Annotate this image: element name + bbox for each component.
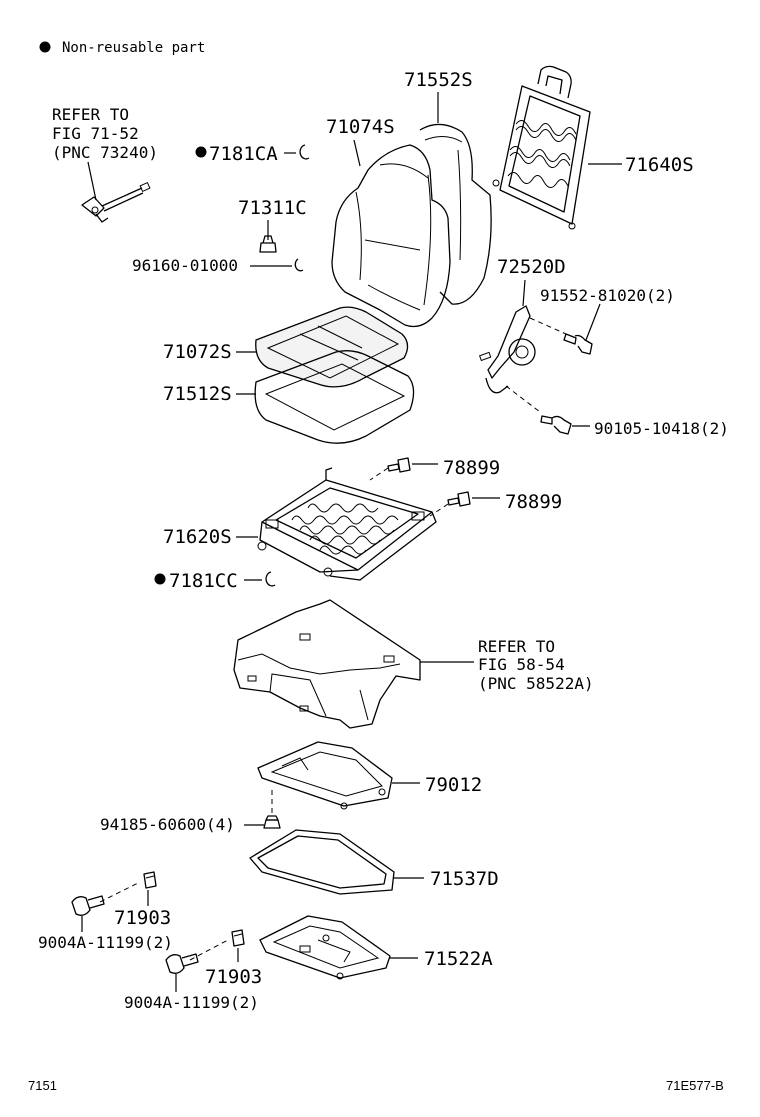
clip-78899-lower-part <box>447 491 471 507</box>
leader-72520D <box>522 279 526 307</box>
seat-frame-71620S <box>257 467 437 581</box>
label-71512S[interactable]: 71512S <box>163 383 232 405</box>
seatback-cover-71074S <box>331 144 451 328</box>
fastener-line <box>529 317 567 335</box>
refer-71-52-line-3[interactable]: (PNC 73240) <box>52 143 158 162</box>
leader-71074S <box>353 139 361 167</box>
cable-bracket-part <box>81 181 151 223</box>
footer-page-code: 7151 <box>28 1078 57 1093</box>
label-94185-60600[interactable]: 94185-60600(4) <box>100 815 235 834</box>
bolt-90105-part <box>540 415 572 435</box>
refer-58-54-line-1[interactable]: REFER TO <box>478 637 555 656</box>
bolt-9004A-upper-part <box>71 895 105 916</box>
refer-71-52-leader <box>87 161 97 201</box>
clip-78899-upper-part <box>387 457 411 473</box>
clip-96160-part <box>294 258 304 272</box>
label-71640S[interactable]: 71640S <box>625 154 694 176</box>
label-9004A-lower[interactable]: 9004A-11199(2) <box>124 993 259 1012</box>
label-71537D[interactable]: 71537D <box>430 868 499 890</box>
non-reusable-marker-icon <box>195 146 207 158</box>
seatback-frame-71640S <box>492 65 591 230</box>
label-71903-lower[interactable]: 71903 <box>205 966 262 988</box>
cover-79012-part <box>257 741 393 810</box>
label-7181CC[interactable]: 7181CC <box>169 570 238 592</box>
label-71311C[interactable]: 71311C <box>238 197 307 219</box>
seal-71537D-part <box>249 829 395 895</box>
clip-71311C-part <box>259 235 277 253</box>
seatback-pad-71552S <box>419 123 492 305</box>
label-71522A[interactable]: 71522A <box>424 948 493 970</box>
label-90105-10418[interactable]: 90105-10418(2) <box>594 419 729 438</box>
label-9004A-upper[interactable]: 9004A-11199(2) <box>38 933 173 952</box>
seat-pad-71512S <box>254 350 415 444</box>
leader-91552 <box>585 303 601 341</box>
label-7181CA[interactable]: 7181CA <box>209 143 278 165</box>
legend-text: Non-reusable part <box>62 40 205 56</box>
label-71620S[interactable]: 71620S <box>163 526 232 548</box>
label-96160-01000[interactable]: 96160-01000 <box>132 256 238 275</box>
seat-cushion-cover-71072S <box>255 306 409 388</box>
fastener-line <box>99 881 141 903</box>
label-78899-upper[interactable]: 78899 <box>443 457 500 479</box>
cover-71522A-part <box>259 915 391 980</box>
fastener-line <box>505 385 541 413</box>
label-71072S[interactable]: 71072S <box>163 341 232 363</box>
clip-71903-lower-part <box>231 929 245 947</box>
label-71074S[interactable]: 71074S <box>326 116 395 138</box>
nut-94185-part <box>263 815 281 829</box>
refer-58-54-line-2[interactable]: FIG 58-54 <box>478 655 565 674</box>
label-79012[interactable]: 79012 <box>425 774 482 796</box>
refer-71-52-line-1[interactable]: REFER TO <box>52 105 129 124</box>
refer-58-54-line-3[interactable]: (PNC 58522A) <box>478 674 594 693</box>
bolt-91552-part <box>563 333 593 355</box>
label-72520D[interactable]: 72520D <box>497 256 566 278</box>
hog-ring-part <box>299 144 310 160</box>
seat-shield-part <box>233 599 421 729</box>
footer-figure-code: 71E577-B <box>666 1078 724 1093</box>
refer-71-52-line-2[interactable]: FIG 71-52 <box>52 124 139 143</box>
non-reusable-marker-icon <box>154 573 166 585</box>
bolt-9004A-lower-part <box>165 953 199 974</box>
non-reusable-marker-icon <box>39 41 51 53</box>
hog-ring-part <box>265 571 276 587</box>
label-91552-81020[interactable]: 91552-81020(2) <box>540 286 675 305</box>
label-71903-upper[interactable]: 71903 <box>114 907 171 929</box>
recliner-72520D-part <box>478 305 536 394</box>
fastener-line <box>369 467 389 481</box>
label-78899-lower[interactable]: 78899 <box>505 491 562 513</box>
clip-71903-upper-part <box>143 871 157 889</box>
label-71552S[interactable]: 71552S <box>404 69 473 91</box>
fastener-line <box>189 939 229 961</box>
